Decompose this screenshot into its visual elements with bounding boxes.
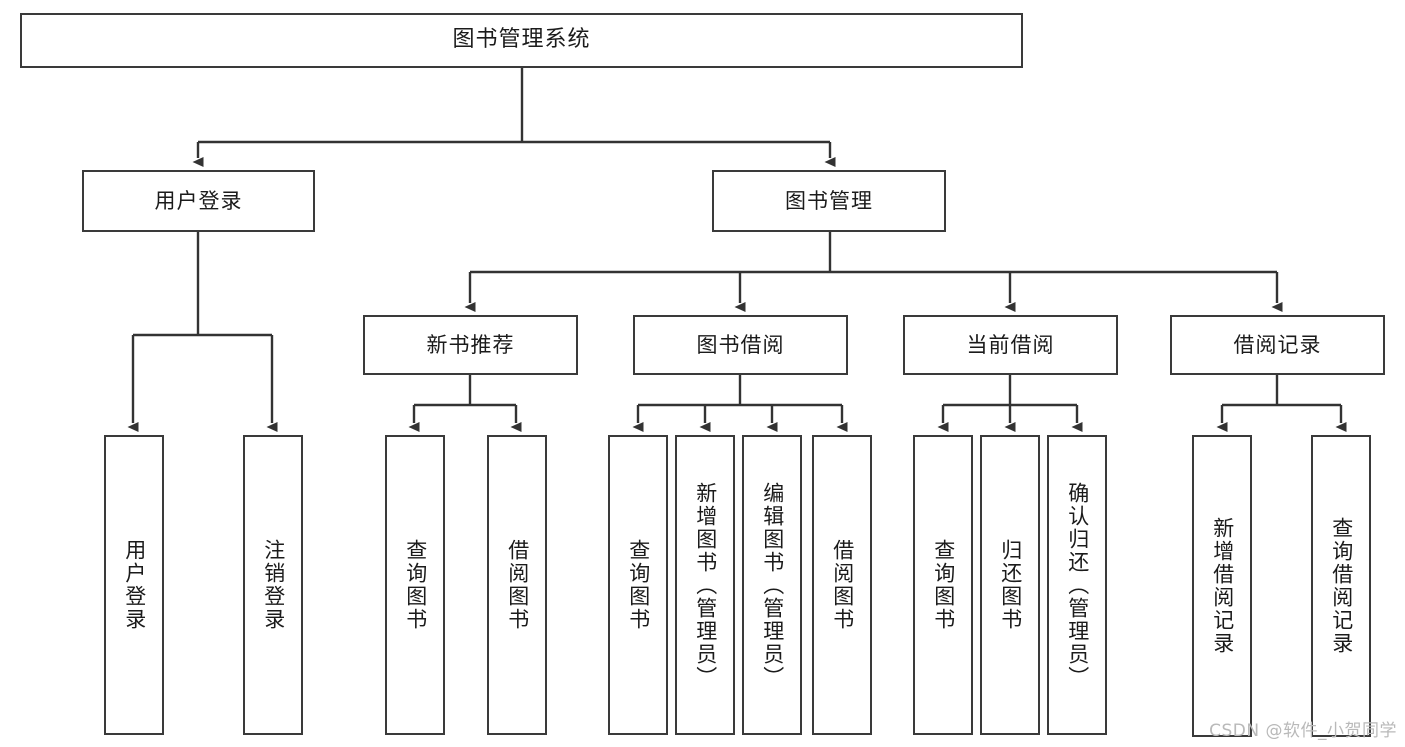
node-leaf-borrow-book-2[interactable]: 借阅图书 [812, 435, 872, 735]
node-borrow-record[interactable]: 借阅记录 [1170, 315, 1385, 375]
node-leaf-add-record-label: 新增借阅记录 [1210, 517, 1235, 655]
node-leaf-query-book-3-label: 查询图书 [931, 539, 956, 631]
node-leaf-confirm-return-label: 确认归还（管理员） [1065, 481, 1090, 689]
node-leaf-edit-book-label: 编辑图书（管理员） [760, 481, 785, 689]
node-current-borrow-label: 当前借阅 [966, 332, 1055, 357]
node-leaf-query-record-label: 查询借阅记录 [1329, 517, 1354, 655]
node-leaf-logout-login-label: 注销登录 [261, 539, 286, 631]
node-root[interactable]: 图书管理系统 [20, 13, 1023, 68]
node-leaf-query-book-2-label: 查询图书 [626, 539, 651, 631]
node-borrow-record-label: 借阅记录 [1233, 332, 1322, 357]
node-leaf-confirm-return[interactable]: 确认归还（管理员） [1047, 435, 1107, 735]
node-book-borrow[interactable]: 图书借阅 [633, 315, 848, 375]
node-new-book-recommend-label: 新书推荐 [426, 332, 515, 357]
node-root-label: 图书管理系统 [452, 27, 591, 53]
node-leaf-borrow-book-1[interactable]: 借阅图书 [487, 435, 547, 735]
node-user-login[interactable]: 用户登录 [82, 170, 315, 232]
node-leaf-add-book[interactable]: 新增图书（管理员） [675, 435, 735, 735]
node-leaf-query-book-2[interactable]: 查询图书 [608, 435, 668, 735]
node-leaf-add-book-label: 新增图书（管理员） [693, 481, 718, 689]
node-leaf-return-book[interactable]: 归还图书 [980, 435, 1040, 735]
node-book-manage[interactable]: 图书管理 [712, 170, 946, 232]
node-leaf-borrow-book-1-label: 借阅图书 [505, 539, 530, 631]
node-leaf-add-record[interactable]: 新增借阅记录 [1192, 435, 1252, 737]
node-leaf-query-book-1[interactable]: 查询图书 [385, 435, 445, 735]
node-leaf-user-login-label: 用户登录 [122, 539, 147, 631]
node-leaf-return-book-label: 归还图书 [998, 539, 1023, 631]
node-new-book-recommend[interactable]: 新书推荐 [363, 315, 578, 375]
node-leaf-query-record[interactable]: 查询借阅记录 [1311, 435, 1371, 737]
node-user-login-label: 用户登录 [154, 188, 243, 213]
node-current-borrow[interactable]: 当前借阅 [903, 315, 1118, 375]
node-leaf-logout-login[interactable]: 注销登录 [243, 435, 303, 735]
node-book-manage-label: 图书管理 [785, 188, 873, 213]
watermark: CSDN @软件_小贺同学 [1209, 721, 1397, 741]
node-leaf-edit-book[interactable]: 编辑图书（管理员） [742, 435, 802, 735]
node-leaf-query-book-1-label: 查询图书 [403, 539, 428, 631]
node-book-borrow-label: 图书借阅 [696, 332, 785, 357]
node-leaf-borrow-book-2-label: 借阅图书 [830, 539, 855, 631]
node-leaf-query-book-3[interactable]: 查询图书 [913, 435, 973, 735]
node-leaf-user-login[interactable]: 用户登录 [104, 435, 164, 735]
